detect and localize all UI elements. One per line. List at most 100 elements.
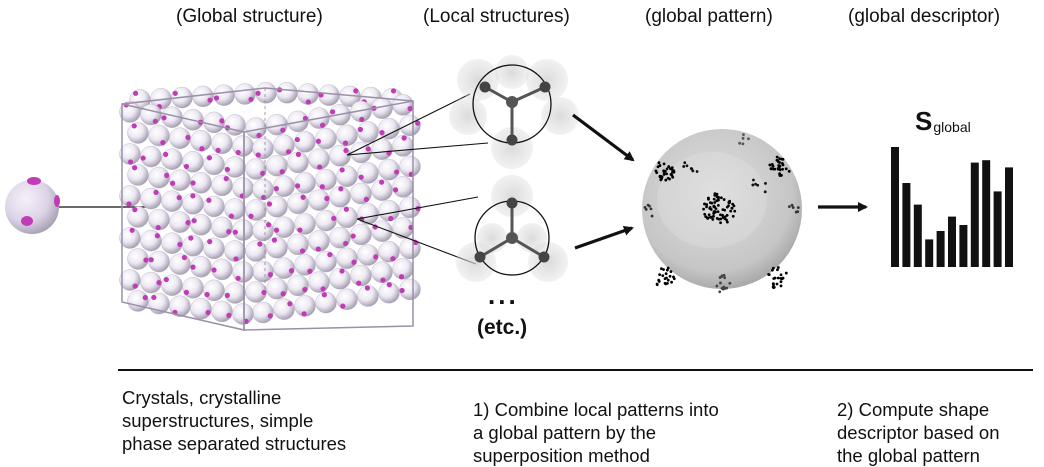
pattern-point: [659, 267, 663, 271]
particle-patch: [199, 146, 205, 152]
pattern-point: [703, 212, 707, 216]
pattern-point: [659, 178, 663, 182]
crystal-particle: [287, 274, 309, 297]
particle-patch: [386, 282, 392, 288]
pattern-point: [784, 167, 788, 171]
pattern-point: [779, 284, 783, 288]
particle-patch: [191, 218, 197, 224]
particle-patch: [343, 147, 349, 154]
pattern-point: [655, 282, 659, 286]
particle-patch: [373, 254, 379, 260]
particle-patch: [273, 186, 279, 192]
pattern-point: [723, 276, 727, 280]
pattern-point: [643, 206, 647, 209]
crystal-particle: [392, 176, 414, 198]
particle-patch: [169, 180, 176, 186]
particle-patch: [164, 172, 170, 178]
pattern-point: [771, 285, 775, 289]
local-structure-2: [456, 175, 568, 282]
particle-patch: [392, 187, 399, 193]
descriptor-bar: [925, 239, 934, 267]
pattern-point: [715, 216, 719, 220]
crystal-particle: [315, 168, 337, 191]
pattern-point: [668, 274, 672, 278]
crystal-particle: [350, 223, 372, 246]
pattern-point: [780, 174, 783, 177]
pattern-point: [706, 216, 710, 220]
pattern-point: [751, 183, 755, 187]
crystal-particle: [371, 97, 393, 119]
crystal-particle: [224, 198, 246, 220]
pattern-point: [775, 282, 779, 286]
particle-patch: [129, 227, 135, 233]
particle-patch: [207, 97, 213, 103]
pattern-point: [712, 205, 716, 209]
pattern-point: [730, 206, 734, 210]
particle-patch: [338, 186, 344, 192]
particle-patch: [315, 246, 321, 252]
pattern-point: [667, 165, 671, 168]
crystal-particle: [315, 127, 337, 150]
particle-patch: [224, 166, 230, 173]
particle-patch: [226, 312, 232, 318]
pattern-point: [780, 157, 783, 161]
pattern-point: [719, 213, 722, 217]
crystal-particle: [213, 84, 235, 106]
crystal-particle: [211, 258, 233, 281]
pattern-point: [666, 281, 669, 285]
particle-patch: [295, 151, 302, 158]
particle-patch: [163, 151, 169, 157]
descriptor-bar: [913, 204, 922, 267]
particle-patch: [154, 233, 160, 239]
crystal-particle: [294, 254, 316, 276]
particle-patch: [340, 303, 346, 309]
particle-patch: [266, 201, 273, 207]
particle-patch: [401, 135, 407, 141]
descriptor-bar: [970, 162, 979, 267]
particle-patch: [305, 99, 311, 105]
particle-patch: [388, 215, 394, 222]
pattern-point: [657, 161, 661, 165]
pattern-point: [670, 167, 674, 171]
crystal-particle: [252, 219, 274, 242]
pattern-point: [781, 167, 784, 171]
crystal-particle: [192, 85, 214, 108]
pattern-point: [712, 197, 716, 201]
crystal-particle: [297, 83, 319, 105]
crystal-particle: [232, 303, 254, 325]
particle-patch: [176, 195, 182, 201]
particle-patch: [294, 136, 300, 143]
crystal-particle: [245, 158, 267, 180]
crystal-particle: [308, 271, 330, 293]
particle-patch: [163, 276, 169, 283]
pattern-point: [717, 195, 720, 199]
particle-patch: [321, 292, 327, 298]
crystal-particle: [329, 186, 351, 208]
zoom-lines: [346, 93, 489, 265]
particle-patch: [257, 241, 263, 247]
particle-patch: [288, 268, 295, 274]
particle-patch: [153, 189, 159, 195]
pattern-point: [666, 266, 670, 270]
pattern-point: [791, 206, 795, 209]
pattern-point: [691, 169, 695, 173]
pattern-point: [658, 174, 662, 178]
global-pattern-sphere: [642, 129, 802, 294]
crystal-particle: [161, 274, 183, 296]
crystal-particle: [190, 214, 212, 236]
crystal-particle: [266, 154, 288, 177]
crystal-particle: [350, 182, 372, 205]
pattern-point: [779, 280, 783, 284]
pattern-point: [668, 177, 671, 181]
particle-patch: [379, 179, 385, 185]
crystal-particle: [127, 164, 149, 186]
particle-patch: [315, 138, 322, 144]
crystal-particle: [140, 103, 162, 126]
header-global-descriptor: (global descriptor): [848, 6, 1001, 27]
crystal-particle: [224, 240, 246, 262]
pattern-point: [787, 169, 791, 173]
pattern-point: [665, 172, 669, 176]
crystal-particle: [234, 83, 256, 105]
particle-patch: [407, 106, 413, 112]
descriptor-bar: [891, 147, 899, 267]
